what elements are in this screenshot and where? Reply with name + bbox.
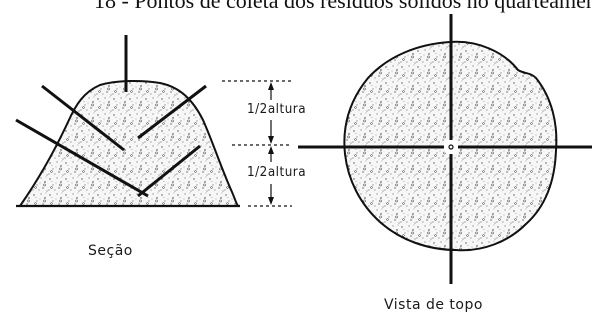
top-view-caption: Vista de topo	[384, 297, 483, 313]
probe-upper-left	[41, 84, 125, 152]
top-view	[298, 14, 592, 284]
height-dimension	[222, 80, 292, 207]
top-center-dot	[448, 144, 454, 150]
waste-pile-section	[18, 79, 240, 207]
section-view-caption: Seção	[88, 243, 133, 259]
section-view	[15, 35, 240, 208]
dimension-label-upper-half: 1/2altura	[247, 101, 307, 117]
dimension-label-lower-half: 1/2altura	[247, 164, 307, 180]
figure-title-fragment: 18 - Pontos de coleta dos resíduos sólid…	[94, 0, 592, 13]
probe-upper-right	[137, 84, 207, 140]
probe-lower-left	[15, 118, 149, 198]
probe-lower-right	[137, 144, 201, 198]
top-center-ring	[443, 139, 459, 155]
